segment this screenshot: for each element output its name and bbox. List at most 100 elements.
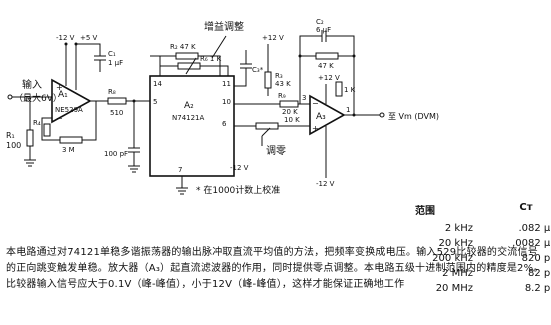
row-range: 20 MHz bbox=[435, 283, 473, 294]
row-ct: 820 pF bbox=[521, 253, 551, 264]
a3-minus: − bbox=[312, 99, 319, 108]
row-range: 20 kHz bbox=[438, 238, 473, 249]
supply-neg12-b: -12 V bbox=[230, 164, 249, 172]
a2-part: N74121A bbox=[172, 114, 205, 122]
supply-neg12-f: -12 V bbox=[316, 180, 335, 188]
supply-pos5-a: +5 V bbox=[80, 34, 98, 42]
r1k-label: 1 K bbox=[344, 86, 356, 94]
row-range: 200 kHz bbox=[432, 253, 473, 264]
a3-pin3: 3 bbox=[302, 94, 306, 102]
a1-minus: − bbox=[56, 114, 63, 123]
zero-arrow bbox=[261, 127, 271, 137]
c1-label: C₁ bbox=[108, 50, 116, 58]
output-terminal bbox=[379, 112, 385, 118]
fb-resistor bbox=[315, 52, 339, 60]
a2-pin6: 6 bbox=[222, 120, 227, 128]
a1-fb-wire bbox=[41, 117, 60, 141]
circuit-description: 本电路通过对74121单稳多谐振荡器的输出脉冲取直流平均值的方法，把频率变换成电… bbox=[6, 247, 544, 290]
ground-2 bbox=[128, 165, 140, 173]
ct-range-table: 范围 Cᴛ 2 kHz .082 μF 20 kHz .0082 μF 200 … bbox=[411, 202, 551, 296]
table-row: 20 kHz .0082 μF bbox=[411, 236, 551, 251]
row-range: 2 kHz bbox=[444, 223, 473, 234]
ground-3 bbox=[176, 187, 188, 195]
a3-pin1: 1 bbox=[346, 106, 350, 114]
c1-value: 1 μF bbox=[108, 59, 123, 67]
r-a3-gnd bbox=[335, 81, 343, 97]
a2-pin11: 11 bbox=[222, 80, 231, 88]
r510-label: 510 bbox=[110, 109, 123, 117]
r1-value: 100 bbox=[6, 141, 21, 150]
a2-label: A₂ bbox=[184, 101, 194, 111]
r20k-resistor bbox=[279, 100, 299, 108]
a1-supply-pos bbox=[75, 43, 86, 90]
gain-arrow bbox=[185, 57, 197, 75]
a2-pin14: 14 bbox=[153, 80, 162, 88]
gain-leader bbox=[211, 35, 227, 59]
r43k-resistor bbox=[264, 71, 272, 89]
row-ct: .0082 μF bbox=[512, 238, 551, 249]
input-range: （最大6V） bbox=[14, 92, 62, 104]
c2-wire-2 bbox=[326, 35, 355, 115]
a1-part: NE529A bbox=[55, 106, 83, 114]
r47k-label: 47 K bbox=[318, 62, 334, 70]
r6-label: R₆ 1 K bbox=[200, 55, 222, 63]
r4-label: R₄ bbox=[33, 119, 41, 127]
row-ct: 82 pF bbox=[527, 268, 551, 279]
ct-wire bbox=[234, 68, 247, 87]
c100-label: 100 pF bbox=[104, 150, 128, 158]
row-range: 2 MHz bbox=[442, 268, 473, 279]
supply-pos12-c: +12 V bbox=[262, 34, 284, 42]
c2-value: 6 μF bbox=[316, 26, 331, 34]
zero-adjust-label: 调零 bbox=[266, 145, 286, 157]
zero-pot bbox=[255, 122, 279, 130]
a2-pin10: 10 bbox=[222, 98, 231, 106]
row-ct: 8.2 pF bbox=[524, 283, 551, 294]
c2-wire bbox=[299, 35, 322, 104]
r3-label: R₃ bbox=[275, 72, 283, 80]
c1-wire bbox=[86, 43, 101, 56]
table-header: 范围 Cᴛ bbox=[411, 202, 551, 217]
r1-resistor bbox=[26, 129, 34, 147]
supply-neg12-a: -12 V bbox=[56, 34, 75, 42]
a1-fb-wire-2 bbox=[82, 101, 97, 141]
table-row: 20 MHz 8.2 pF bbox=[411, 281, 551, 296]
a1-plus: + bbox=[56, 83, 63, 92]
input-terminal bbox=[7, 94, 13, 100]
a1-label: A₁ bbox=[58, 90, 68, 100]
header-range: 范围 bbox=[415, 206, 435, 217]
cstar-label: C₃* bbox=[252, 66, 264, 74]
r20k-value: 20 K bbox=[282, 108, 298, 116]
header-ct: Cᴛ bbox=[519, 202, 533, 213]
gain-adjust-label: 增益调整 bbox=[204, 20, 244, 33]
a2-pin5: 5 bbox=[153, 98, 157, 106]
r4-resistor bbox=[43, 123, 51, 137]
r2-label: R₂ 47 K bbox=[170, 43, 196, 51]
supply-pos12-e: +12 V bbox=[318, 74, 340, 82]
calibration-note: * 在1000计数上校准 bbox=[196, 184, 280, 196]
ground-1 bbox=[24, 159, 36, 167]
a2-pin7: 7 bbox=[178, 166, 182, 174]
table-row: 2 kHz .082 μF bbox=[411, 221, 551, 236]
r1-label: R₁ bbox=[6, 131, 15, 140]
row-ct: .082 μF bbox=[518, 223, 551, 234]
a3-plus: + bbox=[312, 124, 319, 133]
r9-label: R₉ bbox=[278, 92, 286, 100]
r3m-label: 3 M bbox=[62, 146, 75, 154]
r5-wire-2 bbox=[200, 65, 229, 76]
output-label: 至 Vm (DVM) bbox=[388, 112, 439, 121]
a3-amplifier bbox=[309, 94, 346, 136]
table-row: 200 kHz 820 pF bbox=[411, 251, 551, 266]
r8-label: R₈ bbox=[108, 88, 116, 96]
r8-resistor bbox=[107, 97, 127, 105]
r10k-label: 10 K bbox=[284, 116, 300, 124]
table-row: 2 MHz 82 pF bbox=[411, 266, 551, 281]
r43k-value: 43 K bbox=[275, 80, 291, 88]
a1-fb-resistor bbox=[59, 136, 83, 144]
input-label: 输入 bbox=[22, 78, 42, 91]
r2-wire-2 bbox=[198, 55, 221, 76]
a1-comparator bbox=[51, 78, 92, 124]
r5-resistor bbox=[177, 62, 201, 70]
c2-label: C₂ bbox=[316, 18, 324, 26]
r2-resistor bbox=[175, 52, 199, 60]
